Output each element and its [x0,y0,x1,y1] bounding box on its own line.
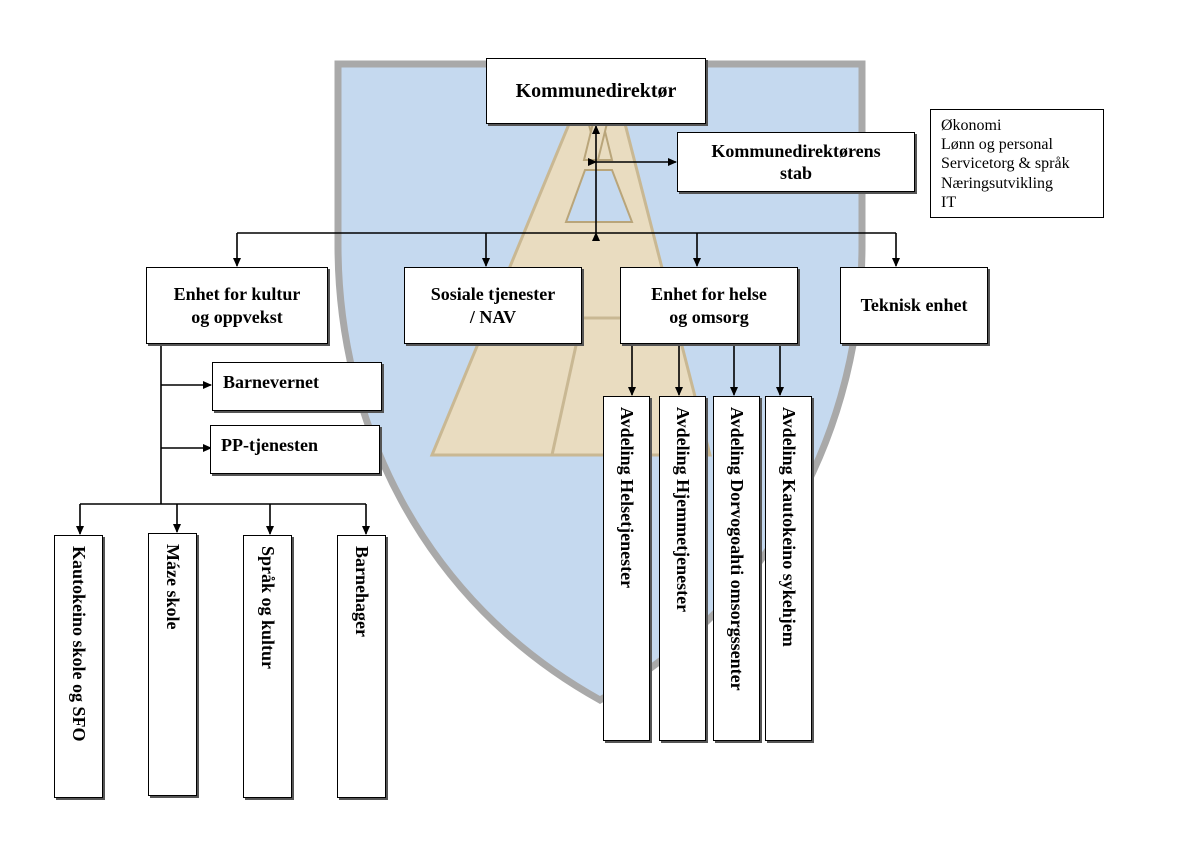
dept-dorvogoahti-box: Avdeling Dorvogoahti omsorgssenter [713,396,760,741]
unit-technical-line1: Teknisk enhet [860,295,968,316]
staff-functions-list: Økonomi Lønn og personal Servicetorg & s… [930,109,1104,218]
subunit-kautokeino-skole-box: Kautokeino skole og SFO [54,535,103,798]
subunit-label: Kautokeino skole og SFO [69,546,89,742]
subunit-label: Barnehager [352,546,372,637]
connector-lines [76,125,900,535]
service-barnevernet-box: Barnevernet [212,362,382,411]
subunit-maze-skole-box: Máze skole [148,533,197,796]
department-label: Avdeling Helsetjenester [617,407,637,589]
service-label: PP-tjenesten [221,435,318,455]
dept-hjemmetjenester-box: Avdeling Hjemmetjenester [659,396,706,741]
service-pp-box: PP-tjenesten [210,425,380,474]
unit-culture-line1: Enhet for kultur [173,284,301,304]
staff-label-line1: Kommunedirektørens [711,140,881,161]
staff-function-item: Lønn og personal [941,136,1053,154]
dept-helsetjenester-box: Avdeling Helsetjenester [603,396,650,741]
director-box: Kommunedirektør [486,58,706,124]
subunit-label: Språk og kultur [258,546,278,670]
unit-health-line2: og omsorg [669,306,749,327]
unit-technical-box: Teknisk enhet [840,267,988,344]
staff-function-item: Næringsutvikling [941,174,1054,192]
unit-culture-line2: og oppvekst [191,306,283,327]
department-label: Avdeling Dorvogoahti omsorgssenter [727,407,747,691]
staff-function-item: IT [941,193,957,211]
department-label: Avdeling Hjemmetjenester [673,407,693,613]
dept-sykehjem-box: Avdeling Kautokeino sykehjem [765,396,812,741]
subunit-label: Máze skole [163,544,183,630]
unit-social-box: Sosiale tjenester / NAV [404,267,582,344]
staff-box: Kommunedirektørens stab [677,132,915,192]
department-label: Avdeling Kautokeino sykehjem [779,407,799,647]
unit-culture-box: Enhet for kultur og oppvekst [146,267,328,344]
staff-function-item: Økonomi [941,117,1002,134]
subunit-sprak-kultur-box: Språk og kultur [243,535,292,798]
subunit-barnehager-box: Barnehager [337,535,386,798]
director-label: Kommunedirektør [515,79,677,102]
service-label: Barnevernet [223,372,319,392]
unit-health-line1: Enhet for helse [651,284,767,304]
unit-social-line2: / NAV [469,306,517,327]
staff-label-line2: stab [779,163,812,183]
staff-function-item: Servicetorg & språk [941,155,1070,173]
unit-health-box: Enhet for helse og omsorg [620,267,798,344]
unit-social-line1: Sosiale tjenester [430,284,556,304]
